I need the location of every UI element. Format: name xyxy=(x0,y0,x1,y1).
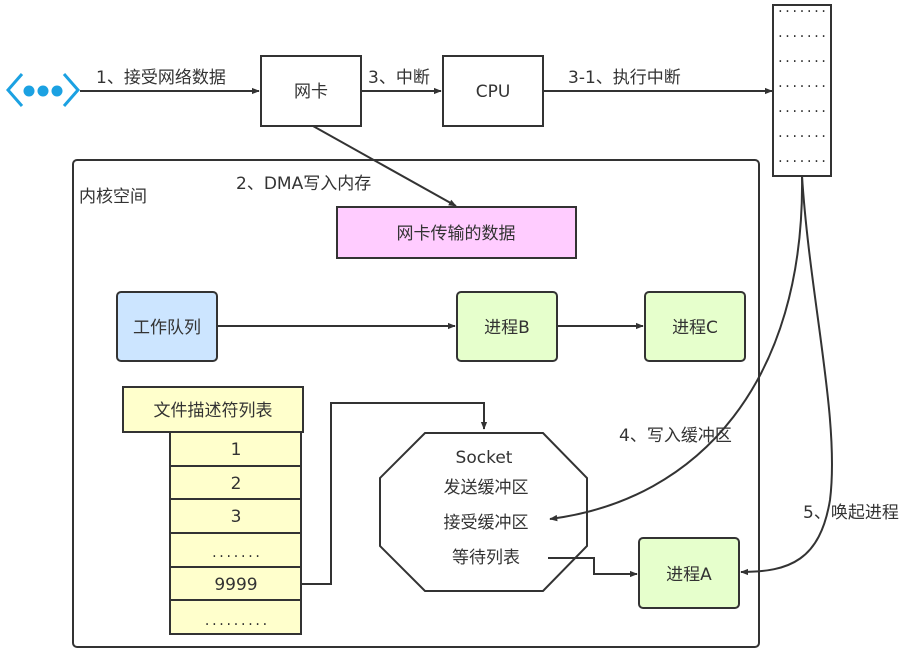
nic-data-label: 网卡传输的数据 xyxy=(397,224,516,244)
edge-label-step4: 4、写入缓冲区 xyxy=(619,426,732,446)
kernel-space-label: 内核空间 xyxy=(79,187,147,207)
edge-wait-list-to-process-a xyxy=(548,557,638,578)
network-ellipsis-icon[interactable] xyxy=(6,73,80,107)
edge-wake-process: 5、唤起进程 xyxy=(740,175,899,576)
process-a-node[interactable]: 进程A xyxy=(638,537,740,609)
edge-label-step1: 1、接受网络数据 xyxy=(96,68,226,88)
socket-wait-list: 等待列表 xyxy=(452,548,520,568)
interrupt-table-row: ....... xyxy=(777,126,828,140)
edge-fd-to-socket xyxy=(301,402,488,585)
process-b-node[interactable]: 进程B xyxy=(456,291,558,362)
fd-table-cell: 2 xyxy=(231,474,242,494)
edge-execute-interrupt: 3-1、执行中断 xyxy=(543,68,773,95)
socket-node[interactable]: Socket 发送缓冲区 接受缓冲区 等待列表 xyxy=(379,432,588,592)
edge-dma-write: 2、DMA写入内存 xyxy=(236,125,457,207)
interrupt-table-row: ....... xyxy=(777,101,828,115)
process-c-node[interactable]: 进程C xyxy=(644,291,746,362)
interrupt-table-row: ....... xyxy=(777,51,828,65)
fd-table-header: 文件描述符列表 xyxy=(154,401,273,421)
nic-label: 网卡 xyxy=(294,82,328,102)
fd-table-row[interactable] xyxy=(169,431,302,467)
fd-table-cell: ....... xyxy=(211,546,262,560)
work-queue-label: 工作队列 xyxy=(133,318,201,338)
edge-label-step5: 5、唤起进程 xyxy=(803,503,899,523)
fd-table-cell: 1 xyxy=(231,440,242,460)
edge-label-step3-1: 3-1、执行中断 xyxy=(568,68,681,88)
edge-label-step2: 2、DMA写入内存 xyxy=(236,174,371,194)
fd-table-row[interactable] xyxy=(169,599,302,635)
socket-recv-buffer: 接受缓冲区 xyxy=(444,513,529,533)
interrupt-table-row: ....... xyxy=(777,1,828,15)
edge-label-step3: 3、中断 xyxy=(368,68,430,88)
socket-send-buffer: 发送缓冲区 xyxy=(444,478,529,498)
interrupt-table[interactable]: ....... ....... ....... ....... ....... … xyxy=(772,1,832,177)
socket-title: Socket xyxy=(456,448,513,468)
fd-table-cell: ......... xyxy=(203,614,268,628)
edge-receive-network-data: 1、接受网络数据 xyxy=(80,68,260,95)
edge-write-buffer: 4、写入缓冲区 xyxy=(549,175,804,522)
process-c-label: 进程C xyxy=(672,318,718,338)
nic-data-node[interactable]: 网卡传输的数据 xyxy=(336,206,577,259)
fd-table[interactable]: 文件描述符列表 1 2 3 ....... 9999 ......... xyxy=(122,386,304,635)
interrupt-table-row: ....... xyxy=(777,26,828,40)
cpu-node[interactable]: CPU xyxy=(442,55,544,127)
nic-node[interactable]: 网卡 xyxy=(260,55,362,127)
process-b-label: 进程B xyxy=(484,318,530,338)
edge-interrupt: 3、中断 xyxy=(361,68,442,95)
interrupt-table-row: ....... xyxy=(777,76,828,90)
fd-table-cell: 9999 xyxy=(214,575,257,595)
work-queue-node[interactable]: 工作队列 xyxy=(116,291,218,362)
fd-table-header-cell xyxy=(122,386,304,433)
process-a-label: 进程A xyxy=(666,565,712,585)
fd-table-row[interactable] xyxy=(169,532,302,568)
cpu-label: CPU xyxy=(476,82,511,102)
interrupt-table-row: ....... xyxy=(777,151,828,165)
fd-table-cell: 3 xyxy=(231,507,242,527)
